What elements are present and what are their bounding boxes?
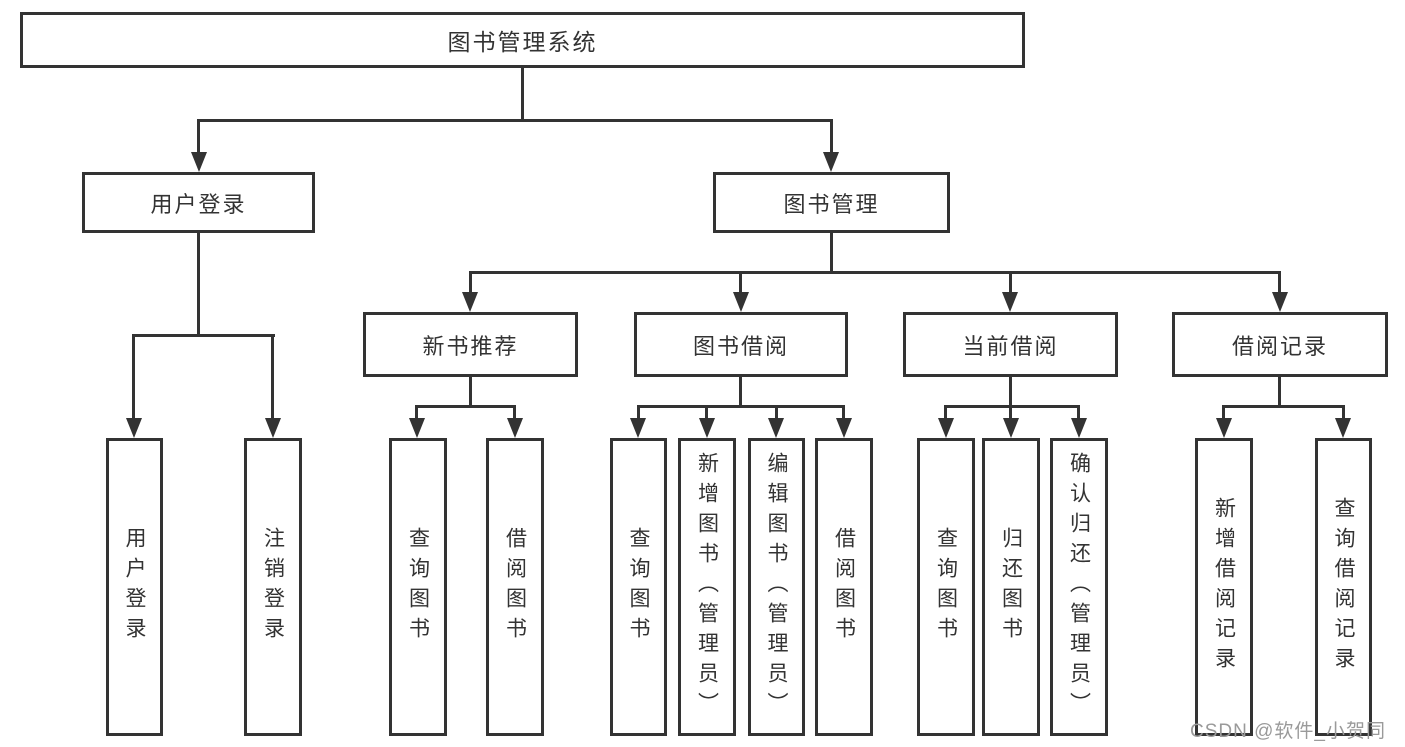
node-bb-add-book-admin: 新增图书（管理员）: [678, 438, 736, 736]
connector-drop-current-borrow: [1009, 271, 1012, 294]
connector-book-mgmt-stem: [830, 231, 833, 274]
arrowhead-down-icon: [1216, 418, 1232, 438]
connector-drop-bb-query: [637, 405, 640, 420]
connector-book-borrow-stem: [739, 375, 742, 407]
connector-drop-leaf-logout: [271, 334, 274, 420]
connector-drop-user-login: [197, 119, 200, 154]
node-bb-borrow-book: 借阅图书: [815, 438, 873, 736]
arrowhead-down-icon: [126, 418, 142, 438]
node-user-login: 用户登录: [82, 172, 315, 233]
connector-drop-cb-return: [1009, 405, 1012, 420]
node-borrow-record: 借阅记录: [1172, 312, 1388, 377]
connector-current-borrow-stem: [1009, 375, 1012, 407]
arrowhead-down-icon: [265, 418, 281, 438]
arrowhead-down-icon: [1335, 418, 1351, 438]
arrowhead-down-icon: [768, 418, 784, 438]
connector-book-mgmt-bar: [469, 271, 1281, 274]
node-book-mgmt: 图书管理: [713, 172, 950, 233]
connector-drop-bb-edit: [775, 405, 778, 420]
connector-drop-book-borrow: [739, 271, 742, 294]
node-bb-query-book: 查询图书: [610, 438, 667, 736]
connector-drop-br-query: [1342, 405, 1345, 420]
connector-root-stem: [521, 68, 524, 121]
connector-drop-br-add: [1222, 405, 1225, 420]
arrowhead-down-icon: [699, 418, 715, 438]
connector-drop-leaf-login: [132, 334, 135, 420]
node-rec-borrow-book: 借阅图书: [486, 438, 544, 736]
node-book-borrow: 图书借阅: [634, 312, 848, 377]
connector-drop-borrow-record: [1278, 271, 1281, 294]
arrowhead-down-icon: [1272, 292, 1288, 312]
arrowhead-down-icon: [823, 152, 839, 172]
connector-new-book-rec-stem: [469, 375, 472, 407]
arrowhead-down-icon: [1003, 418, 1019, 438]
node-cb-return-book: 归还图书: [982, 438, 1040, 736]
node-cb-confirm-return-admin: 确认归还（管理员）: [1050, 438, 1108, 736]
arrowhead-down-icon: [836, 418, 852, 438]
node-rec-query-book: 查询图书: [389, 438, 447, 736]
node-root: 图书管理系统: [20, 12, 1025, 68]
node-br-add-record: 新增借阅记录: [1195, 438, 1253, 736]
node-cb-query-book: 查询图书: [917, 438, 975, 736]
arrowhead-down-icon: [409, 418, 425, 438]
arrowhead-down-icon: [1071, 418, 1087, 438]
arrowhead-down-icon: [630, 418, 646, 438]
arrowhead-down-icon: [1002, 292, 1018, 312]
connector-book-borrow-bar: [637, 405, 845, 408]
arrowhead-down-icon: [938, 418, 954, 438]
csdn-watermark: CSDN @软件_小贺同学: [1190, 721, 1386, 742]
connector-drop-rec-query: [415, 405, 418, 420]
connector-drop-bb-add: [705, 405, 708, 420]
connector-new-book-rec-bar: [415, 405, 516, 408]
connector-drop-cb-query: [944, 405, 947, 420]
connector-drop-new-book-rec: [469, 271, 472, 294]
node-current-borrow: 当前借阅: [903, 312, 1118, 377]
arrowhead-down-icon: [191, 152, 207, 172]
connector-drop-rec-borrow: [513, 405, 516, 420]
arrowhead-down-icon: [507, 418, 523, 438]
connector-borrow-record-stem: [1278, 375, 1281, 407]
node-br-query-record: 查询借阅记录: [1315, 438, 1372, 736]
connector-root-bar: [197, 119, 833, 122]
connector-drop-book-mgmt: [830, 119, 833, 154]
connector-drop-cb-confirm: [1077, 405, 1080, 420]
node-leaf-user-login: 用户登录: [106, 438, 163, 736]
node-bb-edit-book-admin: 编辑图书（管理员）: [748, 438, 805, 736]
arrowhead-down-icon: [462, 292, 478, 312]
connector-current-borrow-bar: [944, 405, 1080, 408]
arrowhead-down-icon: [733, 292, 749, 312]
node-leaf-logout: 注销登录: [244, 438, 302, 736]
connector-user-login-stem: [197, 231, 200, 337]
connector-user-login-bar: [132, 334, 275, 337]
connector-borrow-record-bar: [1222, 405, 1345, 408]
node-new-book-rec: 新书推荐: [363, 312, 578, 377]
connector-drop-bb-borrow: [842, 405, 845, 420]
